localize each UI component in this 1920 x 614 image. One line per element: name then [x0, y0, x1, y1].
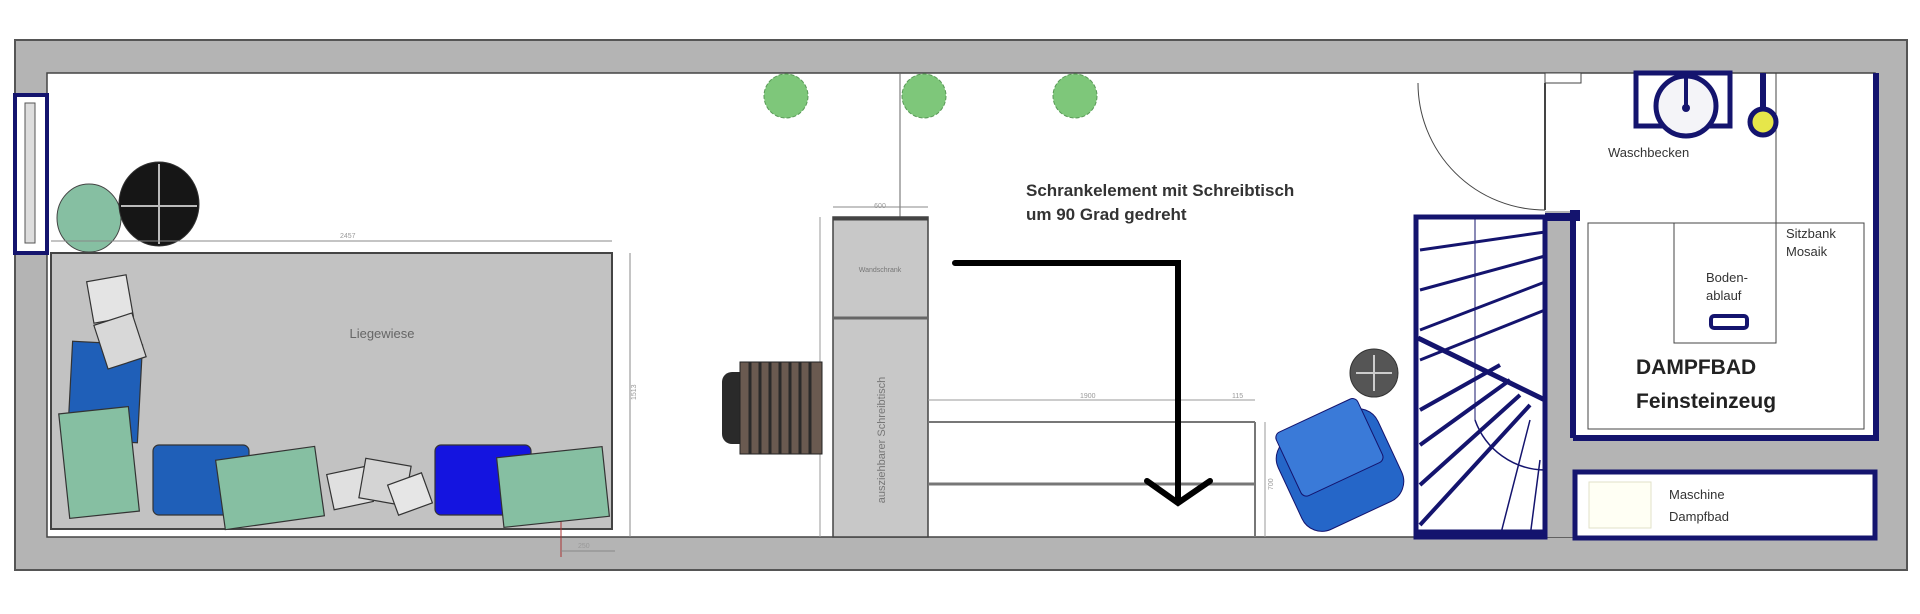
staircase — [1413, 213, 1580, 540]
plant-icon — [1052, 73, 1098, 119]
steam-machine — [1572, 469, 1878, 541]
steam-bath-title: DAMPFBAD — [1636, 356, 1756, 379]
pillow-green — [214, 445, 326, 531]
cabinet-label: Wandschrank — [859, 267, 902, 274]
pillow-white — [386, 472, 434, 516]
pouf-seams — [1356, 355, 1392, 391]
machine-label-2: Dampfbad — [1669, 509, 1729, 524]
drain-label-2: ablauf — [1706, 288, 1742, 303]
radiator — [13, 93, 49, 255]
stair-wall — [1545, 211, 1573, 537]
sink-icon — [1633, 70, 1733, 139]
rotation-arrow — [952, 260, 1181, 505]
dimension-label: 250 — [578, 543, 590, 550]
desk-label: ausziehbarer Schreibtisch — [876, 377, 888, 504]
dimension-label: 115 — [1232, 393, 1243, 400]
sink-label: Waschbecken — [1608, 145, 1689, 160]
bench-label-2: Mosaik — [1786, 244, 1828, 259]
lounge-label: Liegewiese — [349, 326, 414, 341]
pillow-green — [495, 445, 611, 529]
steam-bath — [1570, 73, 1879, 441]
note-line-1: Schrankelement mit Schreibtisch — [1026, 181, 1294, 200]
drain-label-1: Boden- — [1706, 270, 1748, 285]
armchair — [1275, 398, 1405, 532]
pillows — [58, 274, 611, 531]
office-chair — [722, 361, 823, 455]
dimension-label: 2457 — [340, 233, 356, 240]
cabinet-desk — [819, 206, 929, 538]
arrow-head-icon — [1144, 478, 1213, 507]
bench-label-1: Sitzbank — [1786, 226, 1836, 241]
dimension-label: 600 — [874, 203, 886, 210]
floor-drain-icon — [1709, 314, 1749, 330]
machine-label-1: Maschine — [1669, 487, 1725, 502]
pouf-seams — [121, 164, 197, 244]
shower-tap-icon — [1747, 73, 1779, 138]
plants — [763, 73, 1098, 119]
door-swing — [1417, 82, 1546, 211]
dimension-label: 700 — [1268, 478, 1275, 490]
steam-bath-material: Feinsteinzeug — [1636, 390, 1776, 413]
plant-icon — [763, 73, 809, 119]
note-line-2: um 90 Grad gedreht — [1026, 205, 1187, 224]
dimension-label: 1513 — [631, 384, 638, 400]
plant-icon — [901, 73, 947, 119]
dimension-label: 1900 — [1080, 393, 1096, 400]
wall-stub — [1544, 72, 1582, 84]
pillow-green — [58, 405, 141, 520]
pillow-white — [93, 312, 147, 370]
green-pouf — [56, 183, 122, 253]
